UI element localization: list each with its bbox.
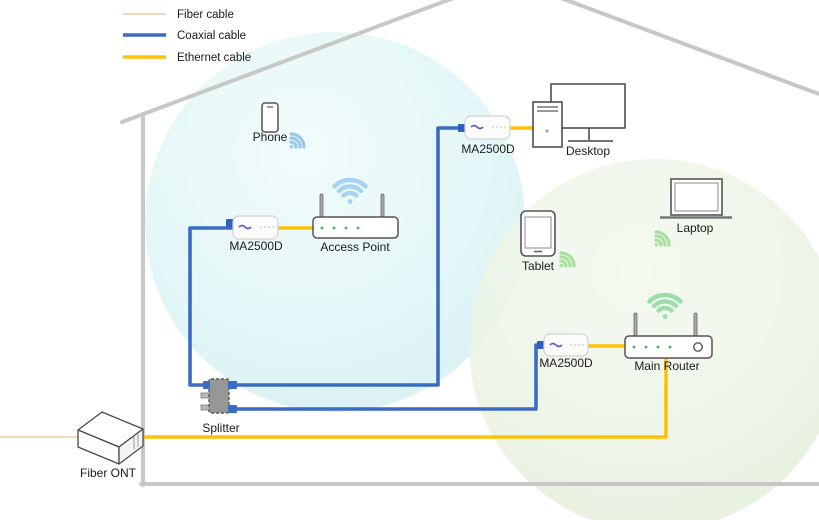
cable-ethernet-ont-router [143,356,668,439]
cables [0,126,668,439]
access-point-body [312,216,399,239]
brand-logo-icon [549,342,563,348]
access-point-label: Access Point [320,240,390,254]
splitter-coax-plug [203,381,210,389]
coax-plug [458,124,466,132]
tablet-icon [520,210,556,257]
splitter-device [200,378,237,414]
fiber-ont-side-face [118,428,144,465]
laptop-screen-inner [674,182,719,212]
main-router-body [624,335,713,359]
fiber-ont-label: Fiber ONT [80,466,137,480]
laptop-screen [670,178,723,216]
tower-icon [532,101,563,148]
wifi-signal-icon-phone [289,132,306,149]
cable-coax-splitter-moca-desktop [230,126,465,387]
main-router-device [624,312,713,359]
coax-plug [537,341,545,349]
moca-adapter-desktop-label: MA2500D [461,142,515,156]
wifi-signal-icon-tablet [559,251,576,268]
wifi-signal-icon-blue [332,177,368,204]
moca-adapter-ap-device [226,215,279,240]
tablet-device [520,210,556,257]
splitter-body [208,378,230,414]
fiber-ont-device [77,411,144,465]
legend: Fiber cable Coaxial cable Ethernet cable [123,9,251,64]
moca-adapter-router-device [537,333,589,357]
tower-power-button [545,129,549,133]
status-leds [320,226,360,230]
moca-adapter-desktop-device [458,115,511,140]
desktop-device [532,83,626,148]
desktop-label: Desktop [566,144,610,158]
moca-adapter-body [464,115,511,140]
wifi-signal-icon-laptop [654,230,671,247]
house-outline [120,0,819,487]
splitter-coax-plug [228,381,237,389]
moca-adapter-router-label: MA2500D [539,356,593,370]
legend-label-coaxial: Coaxial cable [177,30,246,42]
antenna-icon [380,193,385,220]
access-point-device [312,193,399,239]
legend-label-fiber: Fiber cable [177,9,234,21]
tablet-label: Tablet [522,259,555,273]
wifi-signal-icon-green [647,292,683,319]
legend-label-ethernet: Ethernet cable [177,52,251,64]
tablet-screen [524,216,552,249]
main-router-label: Main Router [634,359,699,373]
moca-adapter-ap-label: MA2500D [229,239,283,253]
splitter-coax-plug [228,405,237,413]
coax-plug [226,219,234,227]
phone-label: Phone [253,130,288,144]
moca-adapter-body [232,215,279,240]
roof-left-slope [120,0,454,124]
phone-icon [261,102,279,133]
laptop-device [660,178,732,219]
brand-logo-icon [238,224,252,230]
router-wps-button [693,342,703,352]
splitter-label: Splitter [202,421,239,435]
roof-right-slope [560,0,819,96]
status-leds [632,345,672,349]
antenna-icon [633,312,638,340]
antenna-icon [319,193,324,220]
moca-adapter-body [543,333,589,357]
laptop-label: Laptop [677,221,714,235]
cable-coax-splitter-moca-ap [188,226,235,387]
phone-device [261,102,279,133]
antenna-icon [693,312,698,340]
brand-logo-icon [470,124,484,130]
